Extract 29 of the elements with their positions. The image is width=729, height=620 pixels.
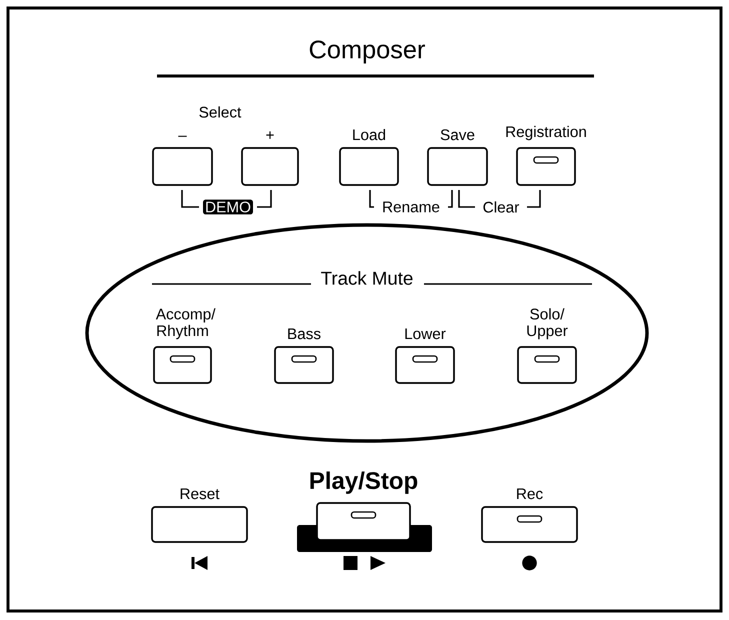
panel-title: Composer (310, 40, 425, 64)
button: Solo/ Upper (517, 308, 577, 384)
button: Reset (151, 488, 248, 543)
button: Load (339, 128, 399, 186)
button: Bass (274, 328, 334, 384)
button: Rec (481, 488, 578, 543)
node-label: Load (353, 128, 386, 140)
node-label: Reset (180, 488, 220, 500)
node-label: Bass (288, 328, 320, 340)
button: – (152, 136, 213, 186)
button: Save (427, 129, 488, 186)
label: Rename (383, 202, 440, 212)
button: Play/Stop (297, 471, 432, 552)
button: + (241, 131, 299, 186)
demo-badge: DEMO (203, 200, 253, 214)
node-label: Registration (506, 126, 586, 140)
node-label: Save (440, 129, 474, 140)
node-label: Accomp/ Rhythm (156, 308, 216, 340)
button: Lower (395, 328, 455, 384)
node-label: + (266, 131, 274, 139)
node-label: Lower (405, 328, 446, 340)
node-label: – (178, 136, 187, 137)
button: Registration (506, 126, 586, 186)
node-label: Solo/ Upper (527, 308, 568, 340)
label: Select (199, 106, 242, 118)
node-label: Rec (517, 488, 543, 500)
node-label: Play/Stop (310, 471, 418, 494)
label: Clear (483, 201, 520, 213)
button: Accomp/ Rhythm (153, 308, 216, 384)
